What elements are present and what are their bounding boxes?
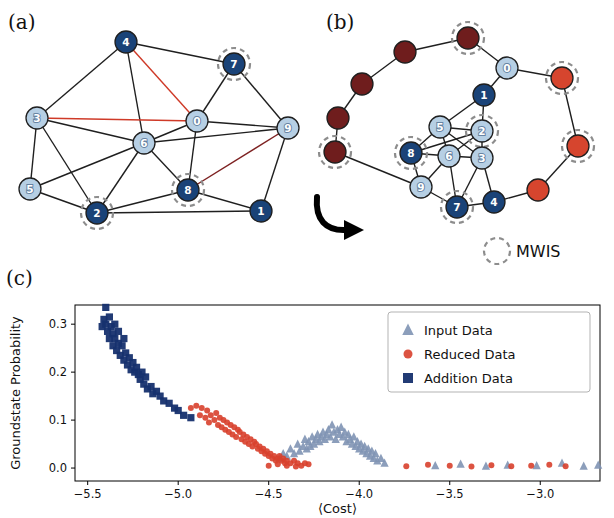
graph-node-label: 3 [33, 112, 40, 124]
graph-edge [30, 143, 144, 189]
cost-probability-chart: −5.5 −5.0 −4.5 −4.0 −3.5 −3.0 0.0 0.1 0.2 0.3 ⟨Cos… [0, 278, 614, 518]
graph-node-label: 6 [140, 137, 147, 149]
data-point-triangle [456, 460, 464, 468]
graph-edge [126, 42, 144, 143]
data-point-circle [403, 463, 409, 469]
data-point-circle [202, 415, 208, 421]
data-point-square [187, 414, 194, 421]
data-point-circle [188, 405, 194, 411]
x-axis-label: ⟨Cost⟩ [318, 501, 357, 516]
graph-edge [234, 64, 288, 128]
x-tick-label: −3.0 [526, 487, 554, 501]
x-tick-label: −5.0 [164, 487, 192, 501]
graph-node-label: 8 [184, 184, 191, 196]
data-point-square [120, 335, 127, 342]
data-point-circle [211, 417, 217, 423]
data-point-circle [206, 419, 212, 425]
data-point-circle [233, 434, 239, 440]
legend-marker-square-icon [403, 373, 413, 383]
graph-node-label: 4 [490, 196, 497, 208]
data-point-square [142, 373, 149, 380]
legend-label: Reduced Data [424, 347, 516, 362]
data-point-triangle [431, 461, 439, 469]
transform-arrow-icon [317, 197, 346, 230]
graph-node-label: 2 [478, 125, 485, 137]
data-point-circle [208, 412, 214, 418]
graph-node [567, 135, 589, 157]
graph-node-label: 8 [407, 147, 414, 159]
x-tick-label: −4.5 [255, 487, 283, 501]
data-point-circle [468, 464, 474, 470]
data-point-triangle [580, 461, 588, 469]
graph-node-label: 9 [417, 181, 424, 193]
data-point-square [111, 321, 118, 328]
graph-edge [37, 118, 144, 143]
data-point-circle [293, 464, 299, 470]
graph-edge [197, 121, 288, 128]
legend-label: Addition Data [424, 371, 513, 386]
graph-edge [37, 118, 197, 121]
data-point-square [118, 342, 125, 349]
data-point-square [180, 412, 187, 419]
data-point-square [102, 304, 109, 311]
graph-edge [261, 128, 288, 211]
graph-node-label: 6 [445, 150, 452, 162]
graph-node-label: 5 [26, 183, 33, 195]
graph-node [527, 179, 549, 201]
data-point-circle [197, 412, 203, 418]
graph-node [551, 67, 573, 89]
graph-node [324, 141, 346, 163]
mwis-legend-circle-icon [484, 238, 510, 264]
data-point-square [115, 328, 122, 335]
graph-node-label: 1 [480, 89, 487, 101]
transform-arrow-head-icon [344, 220, 364, 240]
data-point-circle [546, 462, 552, 468]
graph-node-label: 5 [436, 121, 443, 133]
graph-node-label: 7 [453, 201, 460, 213]
x-tick-label: −5.5 [74, 487, 102, 501]
data-point-circle [528, 463, 534, 469]
panel-a-graph: 4 7 3 0 9 6 5 8 2 1 [0, 0, 310, 262]
graph-node [394, 41, 416, 63]
graph-node-label: 9 [284, 122, 291, 134]
data-point-circle [425, 462, 431, 468]
legend-marker-circle-icon [404, 350, 413, 359]
data-point-circle [306, 461, 312, 467]
data-point-circle [284, 463, 290, 469]
graph-node-label: 2 [93, 207, 100, 219]
graph-node-label: 3 [478, 152, 485, 164]
graph-node-label: 0 [193, 115, 200, 127]
data-point-circle [204, 408, 210, 414]
data-point-circle [488, 462, 494, 468]
data-point-circle [447, 463, 453, 469]
graph-node-label: 1 [257, 205, 264, 217]
y-axis-label: Groundstate Probability [8, 316, 23, 470]
panel-b-graph: MWIS 0 1 2 5 8 6 3 9 7 4 [310, 0, 614, 272]
graph-node-label: 0 [503, 62, 510, 74]
data-point-circle [266, 463, 272, 469]
data-point-triangle [594, 460, 602, 468]
data-point-circle [213, 410, 219, 416]
y-tick-label: 0.2 [49, 365, 67, 379]
y-tick-label: 0.3 [49, 317, 67, 331]
graph-edge [97, 211, 261, 213]
data-point-circle [199, 405, 205, 411]
graph-node [457, 27, 479, 49]
graph-node [351, 73, 373, 95]
data-point-circle [508, 463, 514, 469]
x-tick-label: −3.5 [436, 487, 464, 501]
data-point-circle [193, 403, 199, 409]
data-point-triangle [294, 439, 302, 447]
y-tick-label: 0.1 [49, 413, 67, 427]
graph-node-label: 4 [122, 36, 129, 48]
legend-label: Input Data [424, 323, 493, 338]
mwis-legend-label: MWIS [516, 242, 561, 261]
data-point-square [106, 313, 113, 320]
y-tick-label: 0.0 [49, 461, 67, 475]
graph-node-label: 7 [230, 58, 237, 70]
graph-edge [37, 42, 126, 118]
graph-node [327, 107, 349, 129]
x-tick-label: −4.0 [345, 487, 373, 501]
data-point-circle [563, 463, 569, 469]
